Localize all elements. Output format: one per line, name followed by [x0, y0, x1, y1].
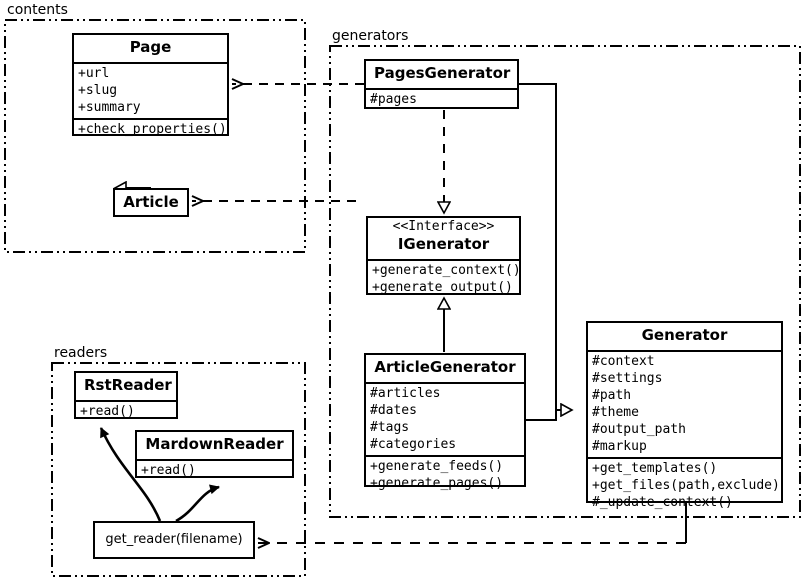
attribute: +slug [78, 83, 118, 98]
class-methods-igenerator: +generate_context() +generate_output() [368, 259, 521, 298]
class-name-page: Page [129, 38, 172, 56]
class-header-page: Page [74, 35, 227, 62]
class-attributes-page: +url +slug +summary [74, 62, 227, 118]
attribute: #path [592, 388, 632, 403]
class-header-article-generator: ArticleGenerator [366, 355, 524, 382]
class-name-generator: Generator [641, 326, 728, 344]
class-stereotype-igenerator: <<Interface>> [392, 219, 495, 234]
class-box-rst-reader[interactable]: RstReader +read() [74, 371, 178, 419]
attribute: #output_path [592, 422, 686, 437]
class-methods-mardown-reader: +read() [137, 459, 292, 481]
attribute: #theme [592, 405, 639, 420]
package-label-generators: generators [330, 28, 411, 44]
class-name-mardown-reader: MardownReader [145, 435, 284, 453]
package-border-readers [51, 362, 306, 577]
method: +read() [141, 463, 196, 478]
class-box-igenerator[interactable]: <<Interface>> IGenerator +generate_conte… [366, 216, 521, 295]
class-name-rst-reader: RstReader [84, 376, 172, 394]
line-getreader-creates-mardownreader [175, 484, 220, 523]
method: +get_templates() [592, 461, 718, 476]
package-label-readers: readers [52, 345, 110, 361]
attribute: #settings [592, 371, 663, 386]
class-header-igenerator: <<Interface>> IGenerator [368, 218, 519, 259]
class-box-article[interactable]: Article [113, 188, 189, 217]
class-name-article-generator: ArticleGenerator [374, 358, 516, 376]
class-methods-generator: +get_templates() +get_files(path,exclude… [588, 457, 781, 513]
class-header-rst-reader: RstReader [76, 373, 176, 400]
attribute: #articles [370, 386, 441, 401]
class-header-mardown-reader: MardownReader [137, 432, 292, 459]
class-methods-article-generator: +generate_feeds() +generate_pages() [366, 455, 524, 494]
class-header-pages-generator: PagesGenerator [366, 61, 517, 88]
method: +generate_context() [372, 263, 521, 278]
class-attributes-pages-generator: #pages [366, 88, 517, 110]
method: +generate_output() [372, 280, 513, 295]
line-generator-uses-getreader [258, 503, 687, 543]
method: +check_properties() [78, 122, 227, 137]
attribute: #context [592, 354, 655, 369]
class-attributes-article-generator: #articles #dates #tags #categories [366, 382, 524, 455]
attribute: +url [78, 66, 110, 81]
class-methods-rst-reader: +read() [76, 400, 176, 422]
attribute: #tags [370, 420, 410, 435]
package-border-contents [4, 19, 306, 253]
class-attributes-generator: #context #settings #path #theme #output_… [588, 350, 781, 457]
class-name-article: Article [123, 193, 179, 211]
attribute: +summary [78, 100, 141, 115]
method: +read() [80, 404, 135, 419]
class-name-pages-generator: PagesGenerator [374, 64, 511, 82]
line-pagesgenerator-inherits-generator [519, 83, 572, 410]
attribute: #markup [592, 439, 647, 454]
class-box-generator[interactable]: Generator #context #settings #path #them… [586, 321, 783, 510]
method: +generate_pages() [370, 476, 504, 491]
function-label-get-reader: get_reader(filename) [105, 532, 243, 547]
class-methods-page: +check_properties() [74, 118, 227, 140]
package-border-generators [329, 45, 801, 518]
class-box-page[interactable]: Page +url +slug +summary +check_properti… [72, 33, 229, 137]
package-label-contents: contents [5, 2, 70, 18]
class-box-mardown-reader[interactable]: MardownReader +read() [135, 430, 294, 478]
attribute: #pages [370, 92, 417, 107]
class-name-igenerator: IGenerator [397, 235, 490, 253]
line-getreader-creates-rstreader [99, 427, 162, 522]
class-box-article-generator[interactable]: ArticleGenerator #articles #dates #tags … [364, 353, 526, 491]
line-articlegenerator-inherits-generator [526, 410, 557, 421]
function-box-get-reader[interactable]: get_reader(filename) [93, 521, 255, 559]
class-header-generator: Generator [588, 323, 781, 350]
class-header-article: Article [115, 190, 187, 217]
method: #_update_context() [592, 495, 733, 510]
attribute: #dates [370, 403, 417, 418]
method: +generate_feeds() [370, 459, 504, 474]
method: +get_files(path,exclude) [592, 478, 780, 493]
attribute: #categories [370, 437, 457, 452]
class-box-pages-generator[interactable]: PagesGenerator #pages [364, 59, 519, 109]
